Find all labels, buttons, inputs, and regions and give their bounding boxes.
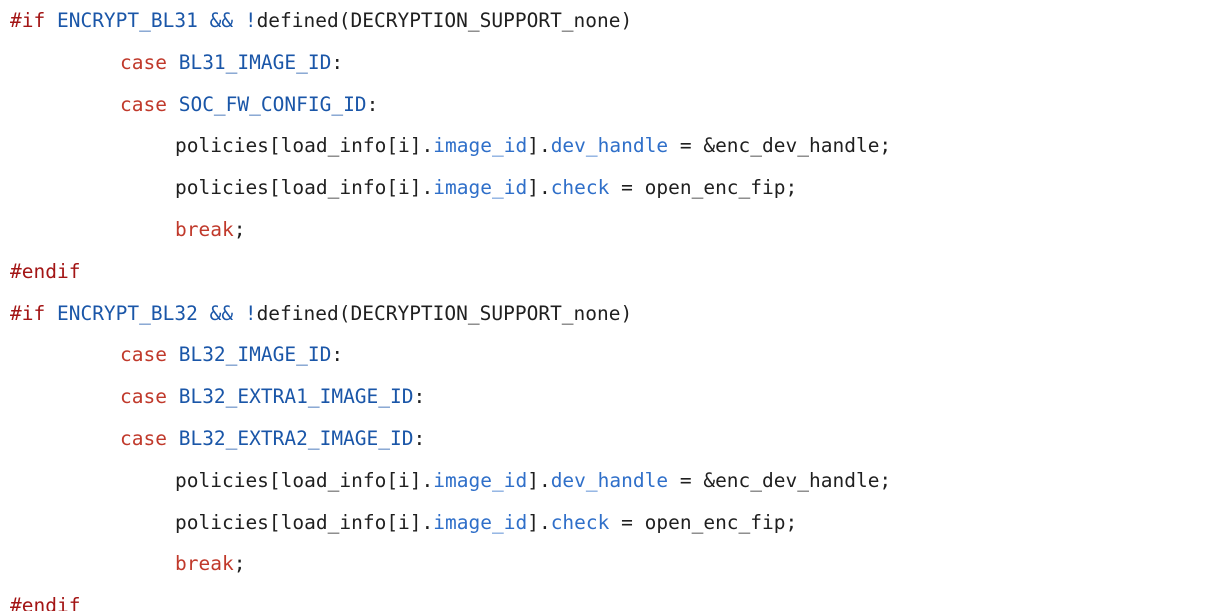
code-token-plain: policies[load_info[i]. [175, 468, 434, 492]
code-token-ident: SOC_FW_CONFIG_ID [166, 92, 367, 116]
code-token-plain: : [413, 427, 426, 450]
code-token-member: dev_handle [550, 134, 669, 158]
code-token-plain: open_enc_fip; [644, 176, 798, 200]
code-line: #if ENCRYPT_BL31 && !defined(DECRYPTION_… [10, 4, 632, 37]
code-token-plain: &enc_dev_handle; [703, 468, 892, 492]
code-token-plain: ]. [527, 468, 551, 492]
code-token-op: = [668, 468, 704, 492]
code-token-member: check [550, 176, 610, 200]
code-token-plain: (DECRYPTION_SUPPORT_none) [338, 9, 633, 32]
code-token-directive: #if [10, 9, 46, 32]
code-token-member: dev_handle [550, 468, 669, 492]
code-token-plain: policies[load_info[i]. [175, 134, 434, 158]
code-token-keyword: break [175, 218, 234, 241]
code-token-op: = [668, 134, 704, 158]
code-line: #if ENCRYPT_BL32 && !defined(DECRYPTION_… [10, 297, 632, 330]
code-token-ident: BL32_IMAGE_ID [166, 343, 332, 367]
code-line: break; [175, 213, 245, 246]
code-token-keyword: case [120, 92, 167, 116]
code-token-member: image_id [433, 510, 528, 534]
code-token-plain: : [413, 385, 426, 409]
code-token-ident: ENCRYPT_BL31 && ! [45, 9, 257, 32]
code-token-ident: BL32_EXTRA2_IMAGE_ID [166, 427, 414, 450]
code-token-plain: : [331, 343, 344, 367]
code-token-member: check [550, 510, 610, 534]
code-line: #endif [10, 255, 80, 288]
code-token-op: = [609, 510, 645, 534]
code-token-keyword: break [175, 552, 234, 576]
code-token-plain: ; [233, 552, 246, 576]
code-token-ident: BL31_IMAGE_ID [166, 50, 332, 74]
code-token-member: image_id [433, 134, 528, 158]
code-token-plain: ]. [527, 134, 551, 158]
code-token-plain: policies[load_info[i]. [175, 176, 434, 200]
code-line: case BL31_IMAGE_ID: [120, 46, 343, 79]
code-token-member: image_id [433, 176, 528, 200]
code-token-keyword: case [120, 385, 167, 409]
code-token-ident: ENCRYPT_BL32 && ! [45, 301, 257, 325]
code-token-keyword: case [120, 50, 167, 74]
code-token-plain: ]. [527, 176, 551, 200]
code-token-plain: (DECRYPTION_SUPPORT_none) [338, 301, 633, 325]
code-token-directive: #endif [10, 259, 81, 283]
code-line: policies[load_info[i].image_id].check = … [175, 171, 797, 204]
code-line: case BL32_EXTRA2_IMAGE_ID: [120, 422, 425, 455]
code-token-plain: ; [233, 218, 246, 241]
code-token-directive: #endif [10, 594, 81, 611]
code-token-directive: #if [10, 301, 46, 325]
code-token-ident: BL32_EXTRA1_IMAGE_ID [166, 385, 414, 409]
code-token-plain: ]. [527, 510, 551, 534]
code-token-plain: : [331, 50, 344, 74]
code-token-plain: policies[load_info[i]. [175, 510, 434, 534]
code-token-plain: defined [256, 301, 339, 325]
code-line: policies[load_info[i].image_id].check = … [175, 506, 797, 539]
code-token-plain: &enc_dev_handle; [703, 134, 892, 158]
code-token-op: = [609, 176, 645, 200]
code-line: policies[load_info[i].image_id].dev_hand… [175, 464, 891, 497]
code-line: case SOC_FW_CONFIG_ID: [120, 88, 378, 121]
code-line: case BL32_IMAGE_ID: [120, 338, 343, 371]
code-token-keyword: case [120, 343, 167, 367]
code-token-plain: defined [256, 9, 339, 32]
code-line: #endif [10, 589, 80, 611]
code-token-keyword: case [120, 427, 167, 450]
code-token-member: image_id [433, 468, 528, 492]
code-token-plain: : [366, 92, 379, 116]
code-line: policies[load_info[i].image_id].dev_hand… [175, 129, 891, 162]
code-line: case BL32_EXTRA1_IMAGE_ID: [120, 380, 425, 413]
code-line: break; [175, 547, 245, 580]
code-token-plain: open_enc_fip; [644, 510, 798, 534]
